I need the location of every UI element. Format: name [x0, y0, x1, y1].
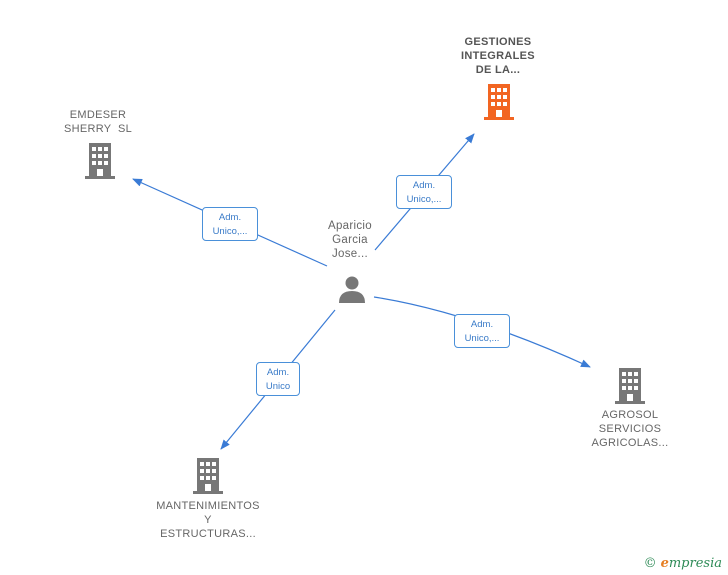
company-name-line: GESTIONES: [464, 36, 532, 48]
company-agrosol-label[interactable]: AGROSOL SERVICIOS AGRICOLAS...: [578, 408, 682, 450]
edge-label-agrosol[interactable]: Adm. Unico,...: [454, 314, 510, 348]
company-name-line: SERVICIOS: [598, 423, 662, 435]
edge-label-line: Adm.: [266, 367, 290, 378]
company-name-line: DE LA...: [475, 64, 521, 76]
person-name-line: Aparicio: [328, 220, 372, 232]
brand-initial: e: [660, 556, 669, 571]
building-icon[interactable]: [84, 143, 116, 179]
building-icon[interactable]: [483, 84, 515, 120]
company-name-line: SHERRY SL: [63, 123, 132, 135]
building-icon[interactable]: [614, 368, 646, 404]
company-name-line: AGRICOLAS...: [591, 437, 669, 449]
copyright-icon: ©: [643, 556, 657, 571]
company-name-line: INTEGRALES: [461, 50, 535, 62]
company-name-line: ESTRUCTURAS...: [160, 528, 256, 540]
edge-label-mantenimientos[interactable]: Adm. Unico: [256, 362, 300, 396]
edge-label-line: Unico,...: [406, 194, 442, 205]
company-gestiones-label[interactable]: GESTIONES INTEGRALES DE LA...: [440, 35, 556, 77]
company-emdeser-label[interactable]: EMDESER SHERRY SL: [50, 108, 146, 136]
building-icon[interactable]: [192, 458, 224, 494]
edge-label-line: Adm.: [218, 212, 242, 223]
brand-name: mpresia: [668, 556, 722, 571]
company-mantenimientos-label[interactable]: MANTENIMIENTOS Y ESTRUCTURAS...: [146, 499, 270, 541]
edge-label-line: Unico,...: [464, 333, 500, 344]
edge-label-line: Adm.: [412, 180, 436, 191]
company-name-line: MANTENIMIENTOS: [156, 500, 260, 512]
edge-label-emdeser[interactable]: Adm. Unico,...: [202, 207, 258, 241]
edge-label-gestiones[interactable]: Adm. Unico,...: [396, 175, 452, 209]
edge-label-line: Unico,...: [212, 226, 248, 237]
person-name-line: Garcia: [332, 234, 368, 246]
company-name-line: AGROSOL: [601, 409, 659, 421]
person-name-line: Jose...: [332, 248, 368, 260]
edge-label-line: Adm.: [470, 319, 494, 330]
empresia-logo[interactable]: ©empresia: [644, 556, 722, 571]
person-name[interactable]: Aparicio Garcia Jose...: [314, 219, 386, 261]
company-name-line: EMDESER: [69, 109, 127, 121]
edge-label-line: Unico: [265, 381, 291, 392]
person-icon[interactable]: [337, 274, 367, 304]
company-name-line: Y: [204, 514, 212, 526]
